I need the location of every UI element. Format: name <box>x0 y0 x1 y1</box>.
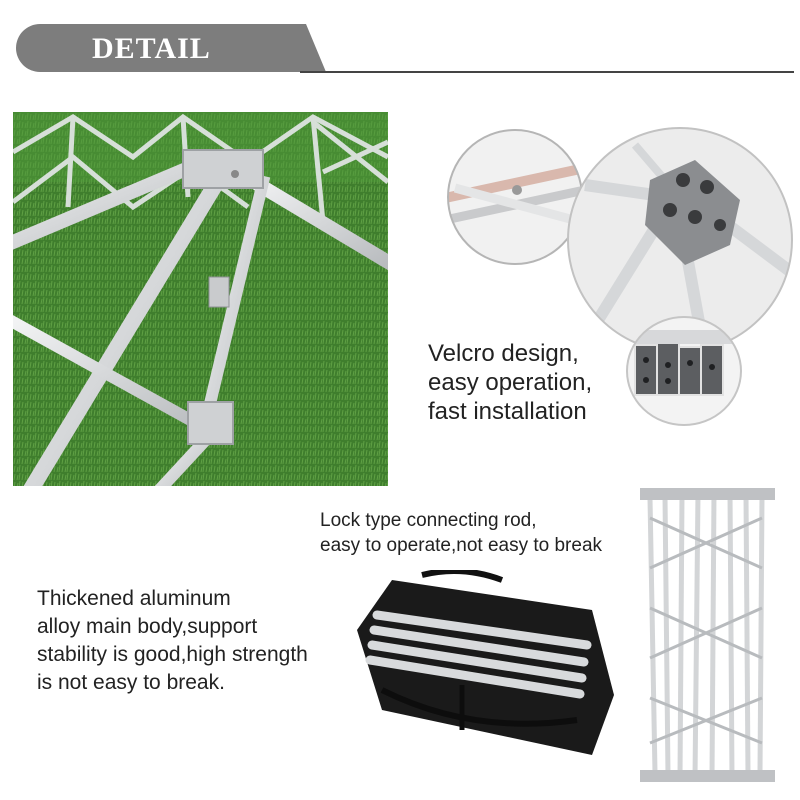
caption-line: Thickened aluminum <box>37 587 231 610</box>
corner-block-art <box>567 127 793 353</box>
stacked-connectors-circle <box>625 315 743 427</box>
corner-block-zoom-circle <box>565 125 795 355</box>
caption-line: alloy main body,support <box>37 615 258 638</box>
caption-line: Velcro design, <box>428 340 579 367</box>
carry-bag-art <box>357 570 614 755</box>
caption-line: is not easy to break. <box>37 671 225 694</box>
caption-line: fast installation <box>428 398 587 425</box>
caption-line: Lock type connecting rod, <box>320 510 537 531</box>
header-divider <box>300 71 794 73</box>
carry-bag-photo <box>352 570 627 760</box>
connector-zoom-art <box>447 129 583 265</box>
connector-zoom-circle <box>445 128 585 266</box>
folded-frame-photo <box>640 488 775 783</box>
aluminum-caption: Thickened aluminum alloy main body,suppo… <box>37 585 308 697</box>
frame-illustration <box>13 112 388 486</box>
stacked-connectors-art <box>626 316 742 426</box>
detail-header-tab <box>16 24 326 72</box>
lock-rod-caption: Lock type connecting rod, easy to operat… <box>320 508 602 558</box>
folded-frame-art <box>640 488 775 782</box>
velcro-caption: Velcro design, easy operation, fast inst… <box>428 339 592 426</box>
caption-line: easy to operate,not easy to break <box>320 535 603 556</box>
frame-on-grass-photo <box>13 112 388 486</box>
caption-line: easy operation, <box>428 369 593 396</box>
caption-line: stability is good,high strength <box>37 643 308 666</box>
detail-title: DETAIL <box>92 32 211 65</box>
